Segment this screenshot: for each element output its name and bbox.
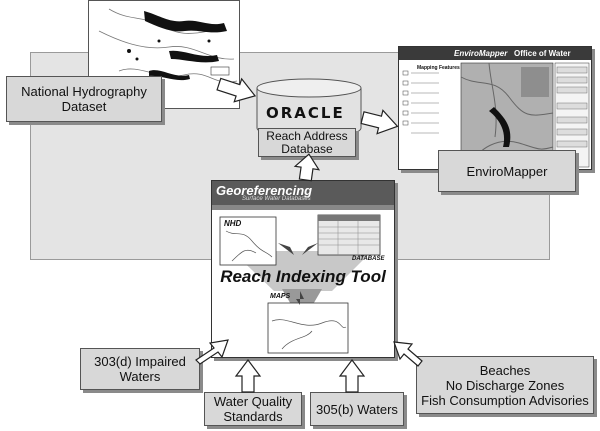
oracle-database-icon — [256, 78, 362, 139]
enviromapper-box: EnviroMapper — [438, 150, 576, 192]
beaches-label: Beaches No Discharge Zones Fish Consumpt… — [421, 362, 589, 408]
water-quality-standards-box: Water Quality Standards — [204, 392, 302, 426]
impaired-waters-box: 303(d) Impaired Waters — [80, 348, 200, 390]
reach-address-label: Reach Address Database — [266, 128, 348, 156]
enviromapper-title-bar: EnviroMapper Office of Water — [399, 47, 591, 60]
reach-address-database-box: Reach Address Database — [258, 128, 356, 157]
georeferencing-graphic — [219, 214, 381, 354]
mapping-features-label: Mapping Features — [417, 65, 460, 71]
waters-305b-box: 305(b) Waters — [310, 392, 404, 426]
enviromapper-label: EnviroMapper — [466, 163, 548, 179]
georeferencing-title: Georeferencing — [216, 183, 313, 198]
maps-thumbnail-label: MAPS — [270, 293, 291, 300]
georeferencing-subtitle: Surface Water Databases — [242, 196, 311, 202]
nhd-label: National Hydrography Dataset — [21, 84, 147, 114]
enviromapper-screen-title: EnviroMapper — [454, 49, 508, 58]
arrow-wq-to-tool — [234, 359, 262, 393]
oracle-logo: ORACLE — [266, 104, 345, 122]
nhd-map-graphic — [93, 8, 238, 99]
water-quality-standards-label: Water Quality Standards — [213, 394, 293, 424]
impaired-waters-label: 303(d) Impaired Waters — [94, 354, 186, 384]
enviromapper-screenshot: EnviroMapper Office of Water Mapping Fea… — [398, 46, 592, 170]
database-thumbnail-label: DATABASE — [352, 256, 385, 262]
office-of-water-label: Office of Water — [514, 49, 571, 58]
beaches-box: Beaches No Discharge Zones Fish Consumpt… — [416, 356, 594, 414]
georeferencing-nav-bar — [212, 205, 394, 210]
enviromapper-map-graphic — [402, 62, 590, 168]
nhd-thumbnail-label: NHD — [224, 219, 242, 228]
reach-indexing-tool-title: Reach Indexing Tool — [220, 267, 386, 286]
nhd-box: National Hydrography Dataset — [6, 76, 162, 122]
arrow-305b-to-tool — [338, 359, 366, 393]
waters-305b-label: 305(b) Waters — [316, 401, 398, 417]
georeferencing-banner: Georeferencing Surface Water Databases — [212, 181, 394, 205]
georeferencing-screenshot: Georeferencing Surface Water Databases N… — [211, 180, 395, 358]
